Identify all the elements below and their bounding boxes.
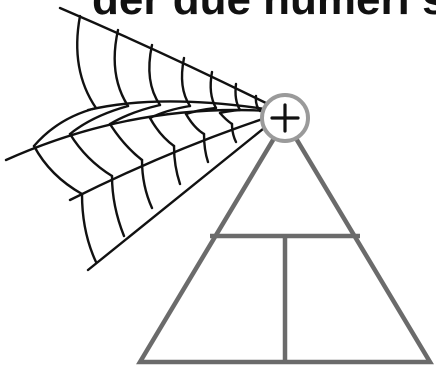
plus-circle-icon: [262, 95, 308, 141]
web-radial-thread: [6, 110, 284, 160]
web-radial-thread: [70, 112, 284, 200]
divided-triangle-icon: [140, 120, 430, 362]
web-radial-thread: [60, 8, 284, 112]
spider-web-icon: [6, 8, 284, 270]
